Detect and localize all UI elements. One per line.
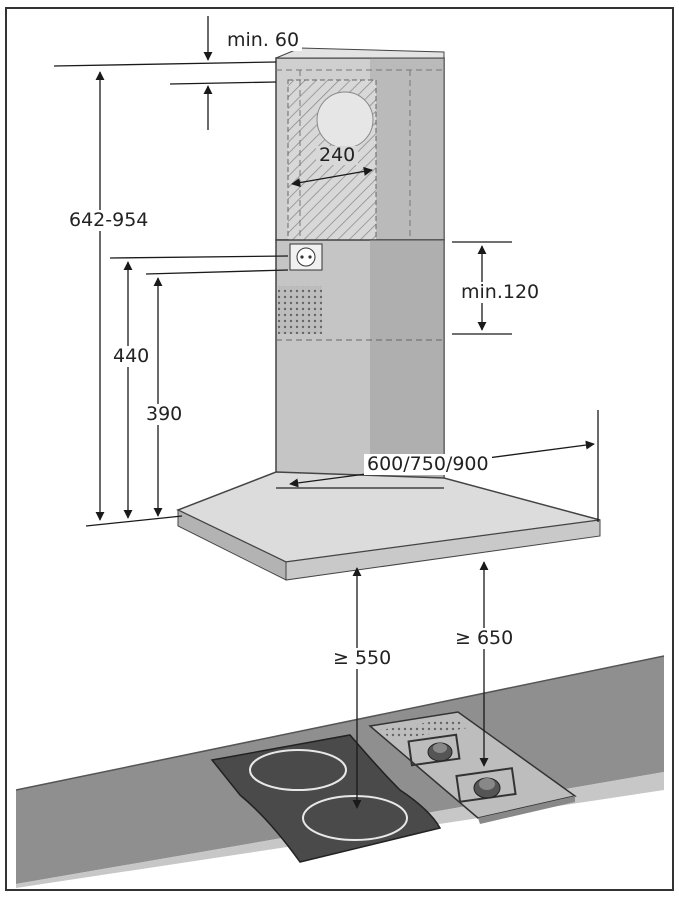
chimney-upper [275, 47, 445, 271]
label-socket-zone: min.120 [458, 282, 543, 303]
label-hood-height: 390 [143, 404, 186, 425]
label-electric-clearance: ≥ 550 [330, 648, 395, 669]
burner-knob-icon [427, 742, 453, 762]
label-chimney-height: 642-954 [66, 210, 152, 231]
ceramic-hob [210, 734, 442, 863]
chimney-lower [275, 239, 445, 489]
burner-knob-icon [473, 777, 501, 799]
label-top-clearance: min. 60 [224, 30, 303, 51]
label-gas-clearance: ≥ 650 [452, 628, 517, 649]
gas-hob [368, 711, 577, 824]
label-socket-height: 440 [110, 346, 153, 367]
label-hood-width: 600/750/900 [364, 454, 492, 475]
wall-socket-icon [289, 243, 323, 271]
label-duct-width: 240 [316, 146, 359, 165]
cooking-zone-rear [249, 749, 347, 791]
